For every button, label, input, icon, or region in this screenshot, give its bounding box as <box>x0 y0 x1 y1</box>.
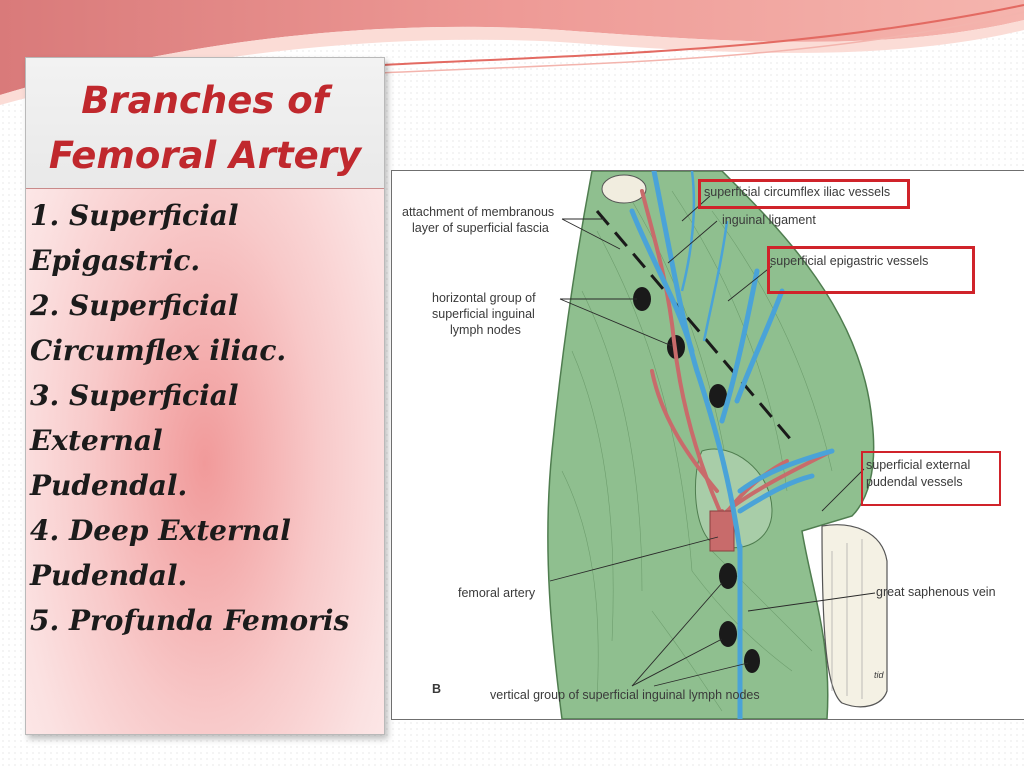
title-line-2: Femoral Artery <box>48 134 362 177</box>
iliac-spine <box>601 174 647 204</box>
femoral-artery-stump <box>709 510 735 552</box>
label-membranous-2: layer of superficial fascia <box>412 221 549 235</box>
list-item: 5. Profunda Femoris <box>30 604 350 637</box>
list-item: 4. Deep External <box>30 514 291 547</box>
label-inguinal-ligament: inguinal ligament <box>722 213 816 227</box>
thigh-fascia <box>547 171 875 719</box>
label-horizontal-2: superficial inguinal <box>432 307 535 321</box>
label-membranous-1: attachment of membranous <box>402 205 555 219</box>
list-item: 3. Superficial External <box>30 379 239 457</box>
branch-list: 1. Superficial Epigastric. 2. Superficia… <box>30 193 380 643</box>
label-circumflex-vessels: superficial circumflex iliac vessels <box>704 185 891 199</box>
anatomy-figure: attachment of membranous layer of superf… <box>391 170 1024 720</box>
pubic-structure <box>821 524 888 708</box>
label-femoral-artery: femoral artery <box>458 586 536 600</box>
label-horizontal-3: lymph nodes <box>450 323 521 337</box>
list-item: Pudendal. <box>30 559 188 592</box>
title-line-1: Branches of <box>81 79 329 122</box>
list-item: Epigastric. <box>30 244 201 277</box>
label-epigastric-vessels: superficial epigastric vessels <box>770 254 929 268</box>
artist-signature: tid <box>874 670 884 680</box>
highlight-epigastric <box>767 246 975 294</box>
label-vertical-group: vertical group of superficial inguinal l… <box>490 688 760 702</box>
panel-letter: B <box>432 682 442 696</box>
label-pudendal-2: pudendal vessels <box>866 475 963 489</box>
label-great-saphenous-vein: great saphenous vein <box>876 585 996 599</box>
text-panel: Branches of Femoral Artery 1. Superficia… <box>25 57 385 735</box>
list-item: Circumflex iliac. <box>30 334 287 367</box>
list-item: Pudendal. <box>30 469 188 502</box>
label-pudendal-1: superficial external <box>866 458 971 472</box>
highlight-circumflex <box>698 179 910 209</box>
label-horizontal-1: horizontal group of <box>432 291 536 305</box>
highlight-pudendal <box>861 451 1001 506</box>
list-item: 1. Superficial <box>30 199 239 232</box>
slide-title: Branches of Femoral Artery <box>26 58 384 189</box>
anatomy-illustration <box>547 171 888 719</box>
list-item: 2. Superficial <box>30 289 239 322</box>
